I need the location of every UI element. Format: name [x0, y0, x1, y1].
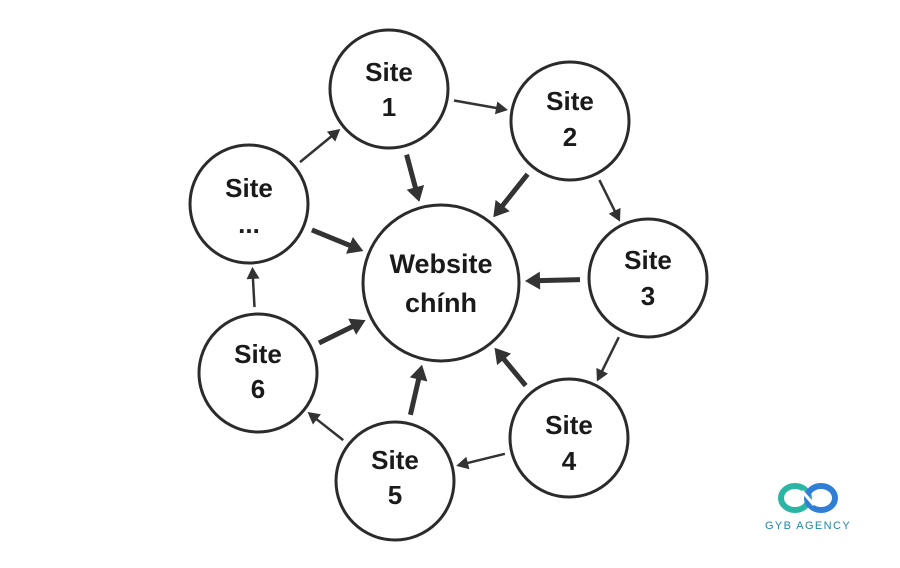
site-2-node: Site 2: [509, 60, 631, 182]
arrow-site-2-to-site-3-head: [608, 207, 621, 222]
arrow-site-5-to-site-6-shaft: [315, 417, 344, 442]
arrow-site-4-to-site-5: [456, 452, 506, 470]
arrow-site-2-to-center-head: [493, 199, 510, 218]
site-6-circle: [197, 312, 319, 434]
site-6-node: Site 6: [197, 312, 319, 434]
arrow-site-3-to-center: [525, 271, 581, 290]
site-3-node: Site 3: [587, 217, 709, 339]
arrow-site-3-to-center-head: [525, 271, 541, 290]
arrow-site-5-to-center-shaft: [407, 377, 422, 416]
infinity-icon: [778, 483, 838, 513]
arrow-site-4-to-site-5-shaft: [466, 452, 506, 465]
arrow-site-1-to-site-2-head: [495, 101, 508, 115]
arrow-site-more-to-site-1: [299, 129, 341, 164]
arrow-site-more-to-center: [310, 227, 364, 254]
site-5-circle: [334, 420, 456, 542]
site-6-label-line2: 6: [251, 374, 265, 404]
arrow-site-6-to-center-shaft: [317, 323, 355, 346]
arrow-site-1-to-site-2: [453, 99, 508, 115]
site-more-label-line2: ...: [238, 209, 260, 239]
arrow-site-3-to-center-shaft: [538, 277, 581, 284]
arrow-site-6-to-site-more-head: [246, 266, 260, 280]
arrow-site-4-to-center: [494, 347, 528, 388]
arrow-site-6-to-site-more: [246, 266, 260, 308]
arrow-site-more-to-center-head: [346, 237, 364, 254]
site-5-node: Site 5: [334, 420, 456, 542]
arrow-site-1-to-center-head: [406, 185, 425, 202]
site-1-label-line1: Site: [365, 57, 413, 87]
site-2-label-line1: Site: [546, 86, 594, 116]
site-2-circle: [509, 60, 631, 182]
center-node-label-line2: chính: [405, 288, 477, 318]
site-4-node: Site 4: [508, 377, 630, 499]
site-6-label-line1: Site: [234, 339, 282, 369]
arrow-site-3-to-site-4-head: [596, 367, 608, 382]
arrow-site-1-to-site-2-shaft: [453, 99, 498, 110]
arrow-site-3-to-site-4-shaft: [600, 336, 620, 373]
arrow-site-more-to-site-1-head: [326, 129, 341, 142]
site-5-label-line2: 5: [388, 480, 402, 510]
arrow-site-more-to-site-1-shaft: [299, 135, 333, 164]
site-1-circle: [328, 28, 450, 150]
arrow-site-6-to-center-head: [348, 318, 366, 335]
arrow-site-4-to-site-5-head: [456, 456, 470, 470]
arrow-site-2-to-center-shaft: [500, 172, 530, 208]
arrow-site-3-to-site-4: [596, 336, 620, 382]
site-3-label-line2: 3: [641, 281, 655, 311]
arrow-site-5-to-site-6: [307, 412, 344, 442]
site-more-label-line1: Site: [225, 173, 273, 203]
arrows-layer: [246, 99, 621, 470]
arrow-site-4-to-center-head: [494, 347, 511, 366]
arrow-site-5-to-center-head: [409, 364, 428, 382]
center-node-label-line1: Website: [389, 249, 492, 279]
site-4-label-line2: 4: [562, 446, 577, 476]
arrow-site-6-to-center: [317, 318, 366, 346]
site-3-circle: [587, 217, 709, 339]
center-node-circle: [361, 203, 521, 363]
site-4-circle: [508, 377, 630, 499]
arrow-site-1-to-center-shaft: [404, 154, 419, 189]
site-2-label-line2: 2: [563, 122, 577, 152]
arrow-site-5-to-site-6-head: [307, 412, 321, 425]
arrow-site-4-to-center-shaft: [501, 357, 528, 388]
gyb-agency-logo: GYB AGENCY: [765, 483, 851, 532]
arrow-site-2-to-site-3: [598, 179, 621, 222]
gyb-agency-logo-text: GYB AGENCY: [765, 520, 851, 532]
site-1-node: Site 1: [328, 28, 450, 150]
arrow-site-5-to-center: [407, 364, 428, 416]
arrow-site-1-to-center: [404, 154, 425, 202]
site-more-node: Site ...: [188, 143, 310, 265]
arrow-site-more-to-center-shaft: [310, 227, 352, 249]
site-1-label-line2: 1: [382, 92, 396, 122]
site-5-label-line1: Site: [371, 445, 419, 475]
site-more-circle: [188, 143, 310, 265]
site-4-label-line1: Site: [545, 410, 593, 440]
center-node: Website chính: [361, 203, 521, 363]
site-3-label-line1: Site: [624, 245, 672, 275]
arrow-site-6-to-site-more-shaft: [251, 277, 256, 308]
arrow-site-2-to-center: [493, 172, 530, 218]
arrow-site-2-to-site-3-shaft: [598, 179, 617, 213]
